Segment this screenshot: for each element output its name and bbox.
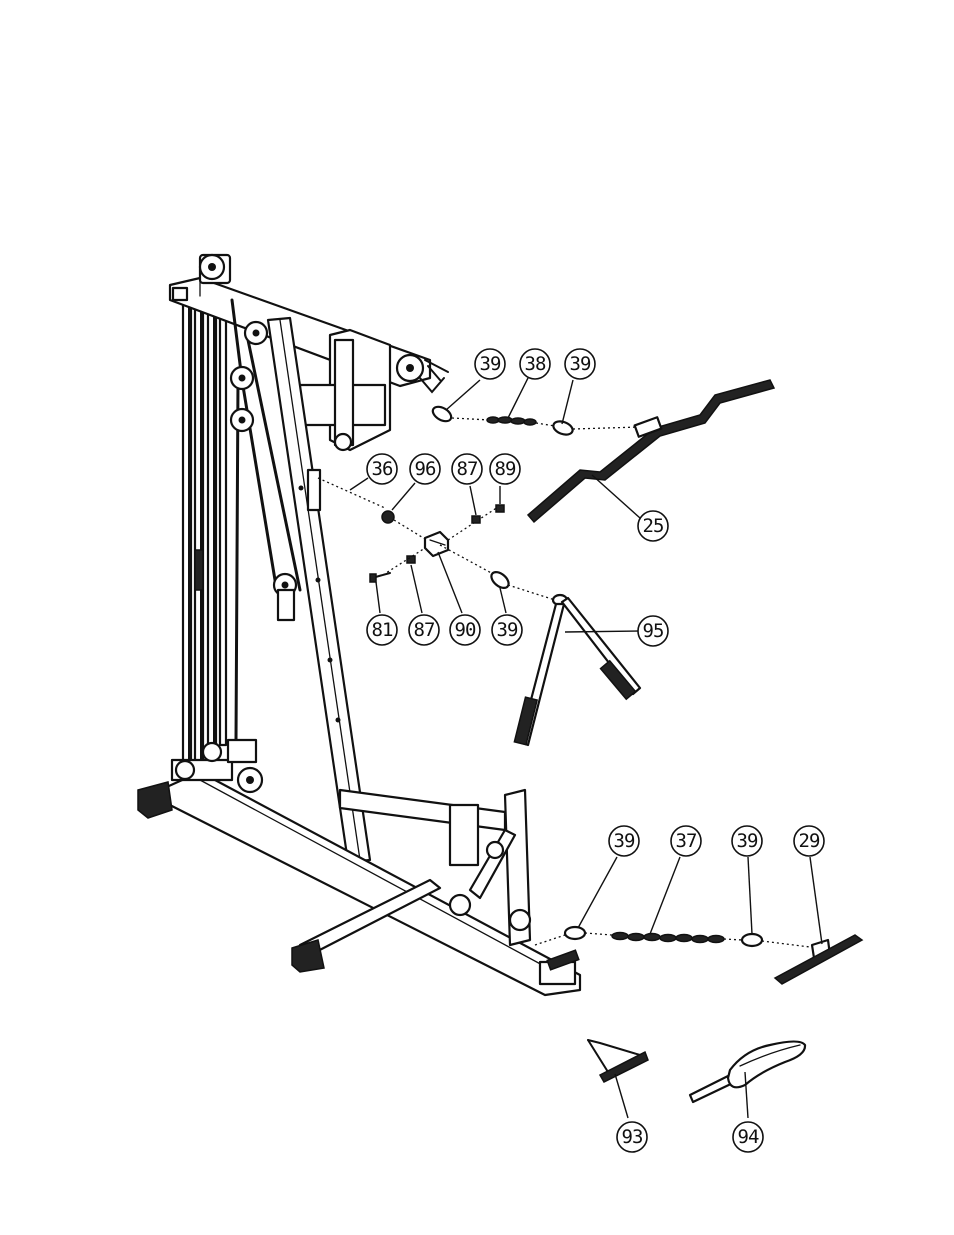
- callout-36: 36: [367, 454, 397, 484]
- callout-94: 94: [733, 1122, 763, 1152]
- callout-label: 39: [570, 353, 591, 375]
- callout-label: 39: [480, 353, 501, 375]
- callout-81: 81: [367, 615, 397, 645]
- callout-label: 81: [372, 619, 393, 641]
- callout-label: 38: [525, 353, 546, 375]
- lat-bar-25: [528, 380, 774, 522]
- callout-label: 89: [495, 458, 516, 480]
- callout-39-middle: 39: [492, 615, 522, 645]
- callout-39-lower-right: 39: [732, 826, 762, 856]
- callout-label: 96: [415, 458, 436, 480]
- callout-39-lower-left: 39: [609, 826, 639, 856]
- callout-95: 95: [638, 616, 668, 646]
- callout-label: 95: [643, 620, 664, 642]
- snap-hook-39-lower-right: [742, 934, 762, 946]
- callout-39-top-right: 39: [565, 349, 595, 379]
- callout-29: 29: [794, 826, 824, 856]
- callout-87-upper: 87: [452, 454, 482, 484]
- chain-38: [487, 417, 536, 425]
- callout-39-top-left: 39: [475, 349, 505, 379]
- snap-hook-39-middle: [488, 569, 511, 591]
- callout-label: 25: [643, 515, 664, 537]
- v-handle-95: [514, 595, 640, 745]
- guide-rods: [183, 300, 226, 770]
- callout-label: 37: [676, 830, 697, 852]
- straight-bar-29: [775, 935, 862, 984]
- callout-label: 90: [455, 619, 476, 641]
- callout-label: 87: [414, 619, 435, 641]
- callout-90: 90: [450, 615, 480, 645]
- lower-handle-assembly: [535, 927, 862, 984]
- callout-37: 37: [671, 826, 701, 856]
- top-corner-pulley: [200, 255, 230, 283]
- callout-label: 87: [457, 458, 478, 480]
- callout-93: 93: [617, 1122, 647, 1152]
- callout-label: 39: [497, 619, 518, 641]
- callout-label: 94: [738, 1126, 759, 1148]
- callout-label: 36: [372, 458, 393, 480]
- callout-label: 29: [799, 830, 820, 852]
- callout-25: 25: [638, 511, 668, 541]
- chain-37: [612, 933, 724, 943]
- snap-hook-39-lower-left: [565, 927, 585, 939]
- callout-87-lower: 87: [409, 615, 439, 645]
- callout-label: 39: [737, 830, 758, 852]
- callout-38: 38: [520, 349, 550, 379]
- pulley-96: [382, 511, 394, 523]
- callout-label: 93: [622, 1126, 643, 1148]
- bracket-90: [425, 532, 448, 556]
- leader-lines: [350, 378, 822, 1118]
- callout-89: 89: [490, 454, 520, 484]
- bolt-81: [370, 573, 390, 582]
- callout-96: 96: [410, 454, 440, 484]
- callout-label: 39: [614, 830, 635, 852]
- lat-bar-assembly: [430, 380, 774, 522]
- triangle-handle-93: [588, 1040, 648, 1082]
- ankle-strap-94: [690, 1042, 805, 1103]
- middle-hardware: [318, 478, 640, 745]
